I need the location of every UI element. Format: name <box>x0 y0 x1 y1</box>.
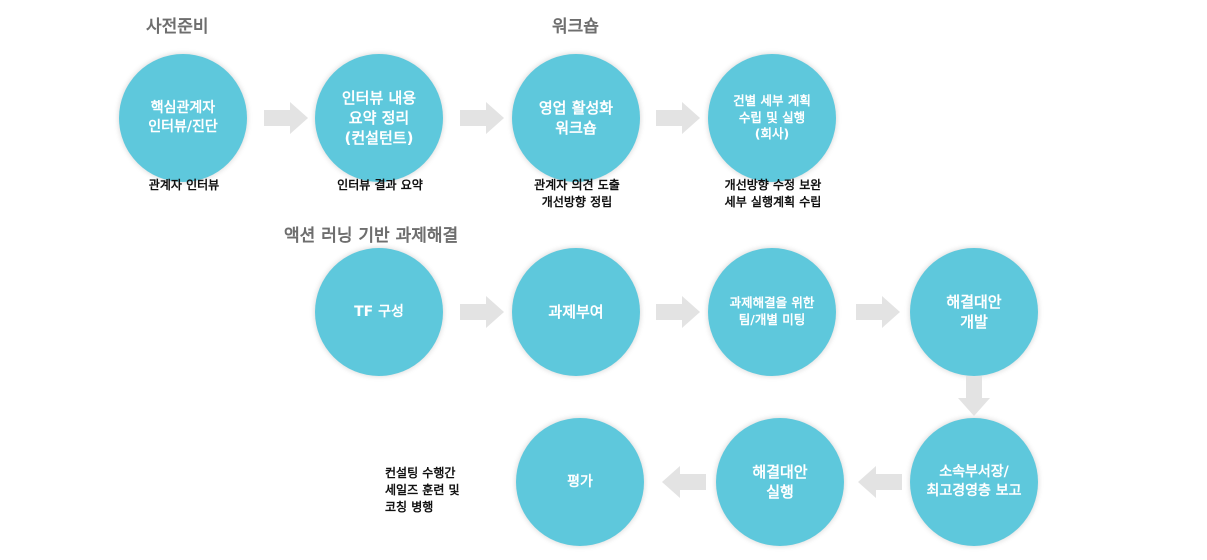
section-title-workshop: 워크숍 <box>552 17 599 37</box>
caption-stakeholder-interview: 관계자 인터뷰 <box>148 178 220 192</box>
node-solution-development: 해결대안 개발 <box>910 248 1038 376</box>
arrow-right-icon <box>264 102 308 134</box>
arrow-right-icon <box>656 296 700 328</box>
node-sales-workshop: 영업 활성화 워크숍 <box>512 54 640 182</box>
caption-coaching: 컨설팅 수행간 세일즈 훈련 및 코칭 병행 <box>385 466 460 514</box>
arrow-left-icon <box>662 466 706 498</box>
caption-interview-summary: 인터뷰 결과 요약 <box>337 178 423 192</box>
node-evaluation: 평가 <box>516 418 644 546</box>
node-task-assignment: 과제부여 <box>512 248 640 376</box>
node-detailed-plan: 건별 세부 계획 수립 및 실행 (회사) <box>708 54 836 182</box>
section-title-action-learning: 액션 러닝 기반 과제해결 <box>284 226 459 246</box>
arrow-left-icon <box>858 466 902 498</box>
node-team-meeting: 과제해결을 위한 팀/개별 미팅 <box>708 248 836 376</box>
caption-opinion-derivation: 관계자 의견 도출 개선방향 정립 <box>534 178 620 209</box>
node-interview-summary: 인터뷰 내용 요약 정리 (컨설턴트) <box>315 54 443 182</box>
arrow-right-icon <box>856 296 900 328</box>
arrow-down-icon <box>958 376 990 416</box>
node-stakeholder-interview: 핵심관계자 인터뷰/진단 <box>119 54 247 182</box>
node-management-report: 소속부서장/ 최고경영층 보고 <box>910 418 1038 546</box>
section-title-prep: 사전준비 <box>146 17 209 37</box>
node-solution-execution: 해결대안 실행 <box>716 418 844 546</box>
caption-plan-revision: 개선방향 수정 보완 세부 실행계획 수립 <box>724 178 822 209</box>
arrow-right-icon <box>656 102 700 134</box>
arrow-right-icon <box>460 296 504 328</box>
node-tf-formation: TF 구성 <box>315 248 443 376</box>
arrow-right-icon <box>460 102 504 134</box>
